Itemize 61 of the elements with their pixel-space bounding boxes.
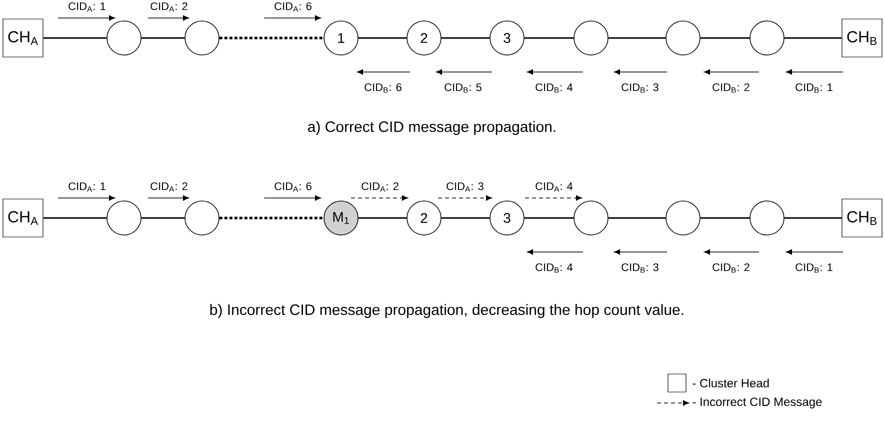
sensor-node: 3 bbox=[490, 20, 524, 56]
caption: b) Incorrect CID message propagation, decreasing the hop count value. bbox=[210, 304, 684, 318]
cluster-head-box: CH$_{A}$ bbox=[2, 18, 44, 58]
sensor-node: M$_{1}$ bbox=[324, 200, 358, 236]
legend-text: - Incorrect CID Message bbox=[692, 398, 822, 408]
sensor-node bbox=[574, 20, 608, 56]
message-label: CID$_{A}$: 2 bbox=[150, 182, 188, 192]
message-label: CID$_{B}$: 3 bbox=[622, 83, 658, 93]
message-label: CID$_{B}$: 2 bbox=[712, 263, 750, 273]
sensor-node bbox=[184, 200, 220, 236]
sensor-node: 2 bbox=[406, 20, 442, 56]
link-line bbox=[784, 217, 842, 219]
message-label: CID$_{B}$: 5 bbox=[444, 83, 482, 93]
cluster-head-box: CH$_{B}$ bbox=[842, 198, 882, 238]
dotted-link bbox=[219, 216, 324, 220]
sensor-node bbox=[666, 20, 700, 56]
message-label: CID$_{A}$: 4 bbox=[536, 182, 573, 192]
sensor-node bbox=[750, 200, 784, 236]
link-line bbox=[358, 37, 407, 39]
link-line bbox=[43, 217, 107, 219]
message-label: CID$_{A}$: 3 bbox=[446, 182, 484, 192]
message-label: CID$_{B}$: 1 bbox=[796, 263, 832, 273]
link-line bbox=[608, 217, 666, 219]
sensor-node: 3 bbox=[490, 200, 524, 236]
sensor-node bbox=[106, 20, 142, 56]
message-label: CID$_{A}$: 2 bbox=[150, 2, 188, 12]
message-label: CID$_{B}$: 1 bbox=[796, 83, 832, 93]
link-line bbox=[700, 217, 750, 219]
link-line bbox=[141, 217, 185, 219]
link-line bbox=[700, 37, 750, 39]
message-label: CID$_{B}$: 4 bbox=[536, 83, 573, 93]
message-label: CID$_{B}$: 3 bbox=[622, 263, 658, 273]
link-line bbox=[441, 217, 490, 219]
cluster-head-box: CH$_{B}$ bbox=[842, 18, 882, 58]
sensor-node bbox=[750, 20, 784, 56]
sensor-node bbox=[666, 200, 700, 236]
link-line bbox=[608, 37, 666, 39]
message-label: CID$_{B}$: 6 bbox=[364, 83, 402, 93]
caption: a) Correct CID message propagation. bbox=[308, 121, 556, 135]
sensor-node: 1 bbox=[324, 20, 358, 56]
message-label: CID$_{A}$: 2 bbox=[362, 182, 398, 192]
legend-text: - Cluster Head bbox=[692, 378, 769, 388]
message-label: CID$_{B}$: 2 bbox=[712, 83, 750, 93]
message-label: CID$_{A}$: 6 bbox=[274, 2, 312, 12]
link-line bbox=[524, 217, 574, 219]
link-line bbox=[441, 37, 490, 39]
sensor-node: 2 bbox=[406, 200, 442, 236]
message-label: CID$_{A}$: 1 bbox=[68, 182, 106, 192]
sensor-node bbox=[184, 20, 220, 56]
link-line bbox=[141, 37, 185, 39]
cluster-head-box: CH$_{A}$ bbox=[2, 198, 44, 238]
sensor-node bbox=[574, 200, 608, 236]
link-line bbox=[524, 37, 574, 39]
sensor-node bbox=[106, 200, 142, 236]
message-label: CID$_{A}$: 1 bbox=[68, 2, 106, 12]
message-label: CID$_{A}$: 6 bbox=[274, 182, 312, 192]
message-label: CID$_{B}$: 4 bbox=[536, 263, 573, 273]
link-line bbox=[43, 37, 107, 39]
link-line bbox=[358, 217, 407, 219]
link-line bbox=[784, 37, 842, 39]
dotted-link bbox=[219, 36, 324, 40]
